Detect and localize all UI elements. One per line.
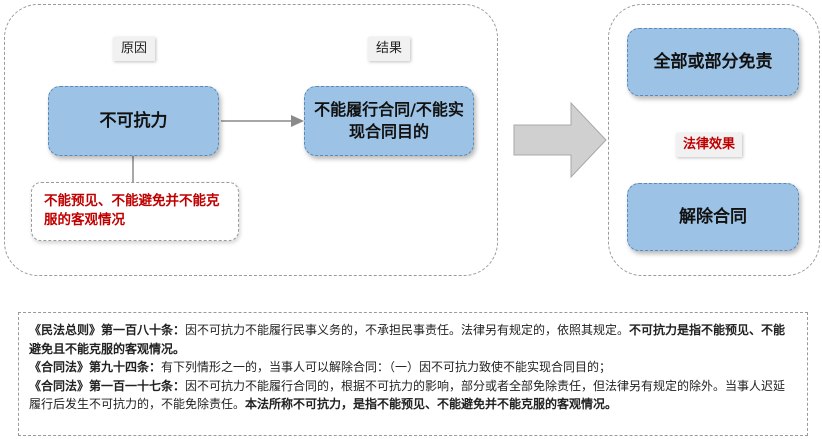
civil-code-180-body: 因不可抗力不能履行民事义务的，不承担民事责任。法律另有规定的，依照其规定。 (185, 323, 630, 337)
terminate-contract-node: 解除合同 (627, 183, 799, 251)
law-citations-box: 《民法总则》第一百八十条：因不可抗力不能履行民事义务的，不承担民事责任。法律另有… (18, 312, 808, 436)
contract-law-117-definition: 本法所称不可抗力，是指不能预见、不能避免并不能克服的客观情况。 (245, 397, 618, 411)
contract-law-94-paragraph: 《合同法》第九十四条：有下列情形之一的，当事人可以解除合同：（一）因不可抗力致使… (29, 358, 797, 377)
full-partial-exemption-node-text: 全部或部分免责 (653, 52, 773, 72)
cause-label: 原因 (113, 37, 156, 61)
force-majeure-node-text: 不可抗力 (99, 111, 168, 131)
contract-law-117-body: 因不可抗力不能履行合同的，根据不可抗力的影响，部分或者全部免除责任，但法律另有规… (29, 378, 786, 412)
full-partial-exemption-node: 全部或部分免责 (627, 28, 799, 96)
definition-note-text: 不能预见、不能避免并不能克服的客观情况 (44, 193, 220, 228)
definition-note: 不能预见、不能避免并不能克服的客观情况 (31, 182, 239, 241)
contract-law-94-title: 《合同法》第九十四条： (29, 360, 162, 374)
cause-to-result-arrowhead (291, 115, 304, 127)
contract-law-117-paragraph: 《合同法》第一百一十七条：因不可抗力不能履行合同的，根据不可抗力的影响，部分或者… (29, 377, 797, 414)
result-label: 结果 (368, 37, 411, 61)
contract-law-94-body: 有下列情形之一的，当事人可以解除合同：（一）因不可抗力致使不能实现合同目的； (161, 360, 612, 374)
cannot-perform-contract-node: 不能履行合同/不能实现合同目的 (304, 86, 474, 156)
cannot-perform-contract-node-text: 不能履行合同/不能实现合同目的 (314, 100, 464, 141)
legal-effect-label: 法律效果 (676, 133, 743, 157)
force-majeure-node: 不可抗力 (48, 86, 219, 156)
terminate-contract-node-text: 解除合同 (679, 207, 747, 227)
big-block-arrow (513, 101, 607, 179)
civil-code-180-title: 《民法总则》第一百八十条： (29, 323, 186, 337)
civil-code-180-definition: 不可抗力是指不能预见、不能避免且不能克服的客观情况。 (29, 323, 786, 356)
civil-code-180-paragraph: 《民法总则》第一百八十条：因不可抗力不能履行民事义务的，不承担民事责任。法律另有… (29, 321, 797, 358)
contract-law-117-title: 《合同法》第一百一十七条： (29, 378, 186, 393)
